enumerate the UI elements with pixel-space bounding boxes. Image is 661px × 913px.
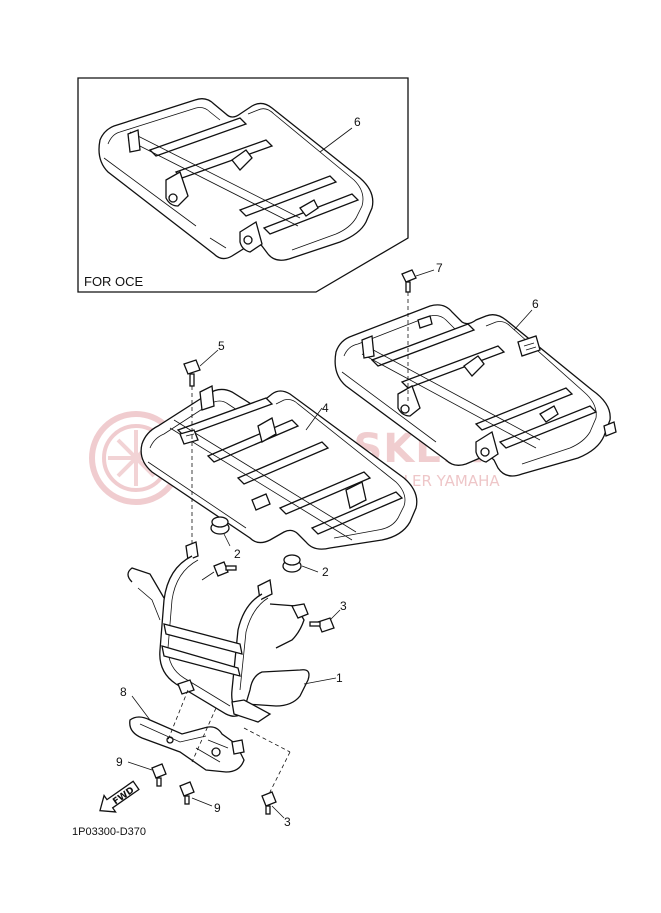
- inset-box-for-oce: FOR OCE 6: [77, 77, 409, 293]
- leader-3a: [201, 571, 215, 581]
- diagram-code: 1P03300-D370: [72, 826, 146, 838]
- callout-5: 5: [218, 339, 225, 353]
- leader-5: [199, 349, 219, 367]
- leader-2b: [301, 565, 319, 573]
- bolt-icon-9b: [179, 781, 195, 805]
- bracket-illustration: [129, 716, 245, 773]
- callout-6-inset: 6: [354, 115, 361, 129]
- bolt-icon-5: [183, 359, 201, 387]
- leader-4: [305, 407, 323, 431]
- leader-1: [303, 677, 337, 685]
- inset-label: FOR OCE: [84, 274, 144, 289]
- rack-illustration-rear: [334, 304, 617, 477]
- callout-9b: 9: [214, 801, 221, 815]
- leader-7: [415, 269, 435, 277]
- fwd-arrow-icon: FWD: [99, 780, 140, 813]
- fwd-arrow-label: FWD: [111, 785, 136, 807]
- callout-7: 7: [436, 261, 443, 275]
- bolt-icon-3c: [261, 791, 277, 815]
- dash-bracket-4: [267, 751, 291, 797]
- callout-2b: 2: [322, 565, 329, 579]
- leader-3c: [271, 805, 285, 819]
- callout-1: 1: [336, 671, 343, 685]
- bolt-icon-3b: [309, 617, 335, 633]
- bolt-icon-7: [401, 269, 417, 293]
- rack-illustration-front: [140, 384, 418, 550]
- callout-4: 4: [322, 401, 329, 415]
- callout-9a: 9: [116, 755, 123, 769]
- dash-bracket-1: [167, 689, 189, 741]
- callout-2a: 2: [234, 547, 241, 561]
- leader-6-inset: [319, 127, 353, 153]
- callout-3b: 3: [340, 599, 347, 613]
- dash-bracket-2: [191, 707, 217, 763]
- leader-3b: [329, 609, 341, 621]
- dash-bracket-3: [243, 727, 291, 753]
- grommet-icon-2b: [282, 554, 302, 573]
- leader-6: [513, 309, 533, 331]
- leader-9b: [191, 797, 213, 807]
- bolt-icon-9a: [151, 763, 167, 787]
- bolt-icon-3a: [213, 561, 237, 577]
- guard-illustration-front: [127, 541, 310, 723]
- callout-6: 6: [532, 297, 539, 311]
- grommet-icon-2a: [210, 516, 230, 535]
- rack-illustration-oce: [98, 98, 374, 261]
- leader-9a: [127, 761, 153, 771]
- leader-8: [131, 695, 151, 721]
- callout-8: 8: [120, 685, 127, 699]
- leader-2a: [223, 533, 231, 547]
- callout-3c: 3: [284, 815, 291, 829]
